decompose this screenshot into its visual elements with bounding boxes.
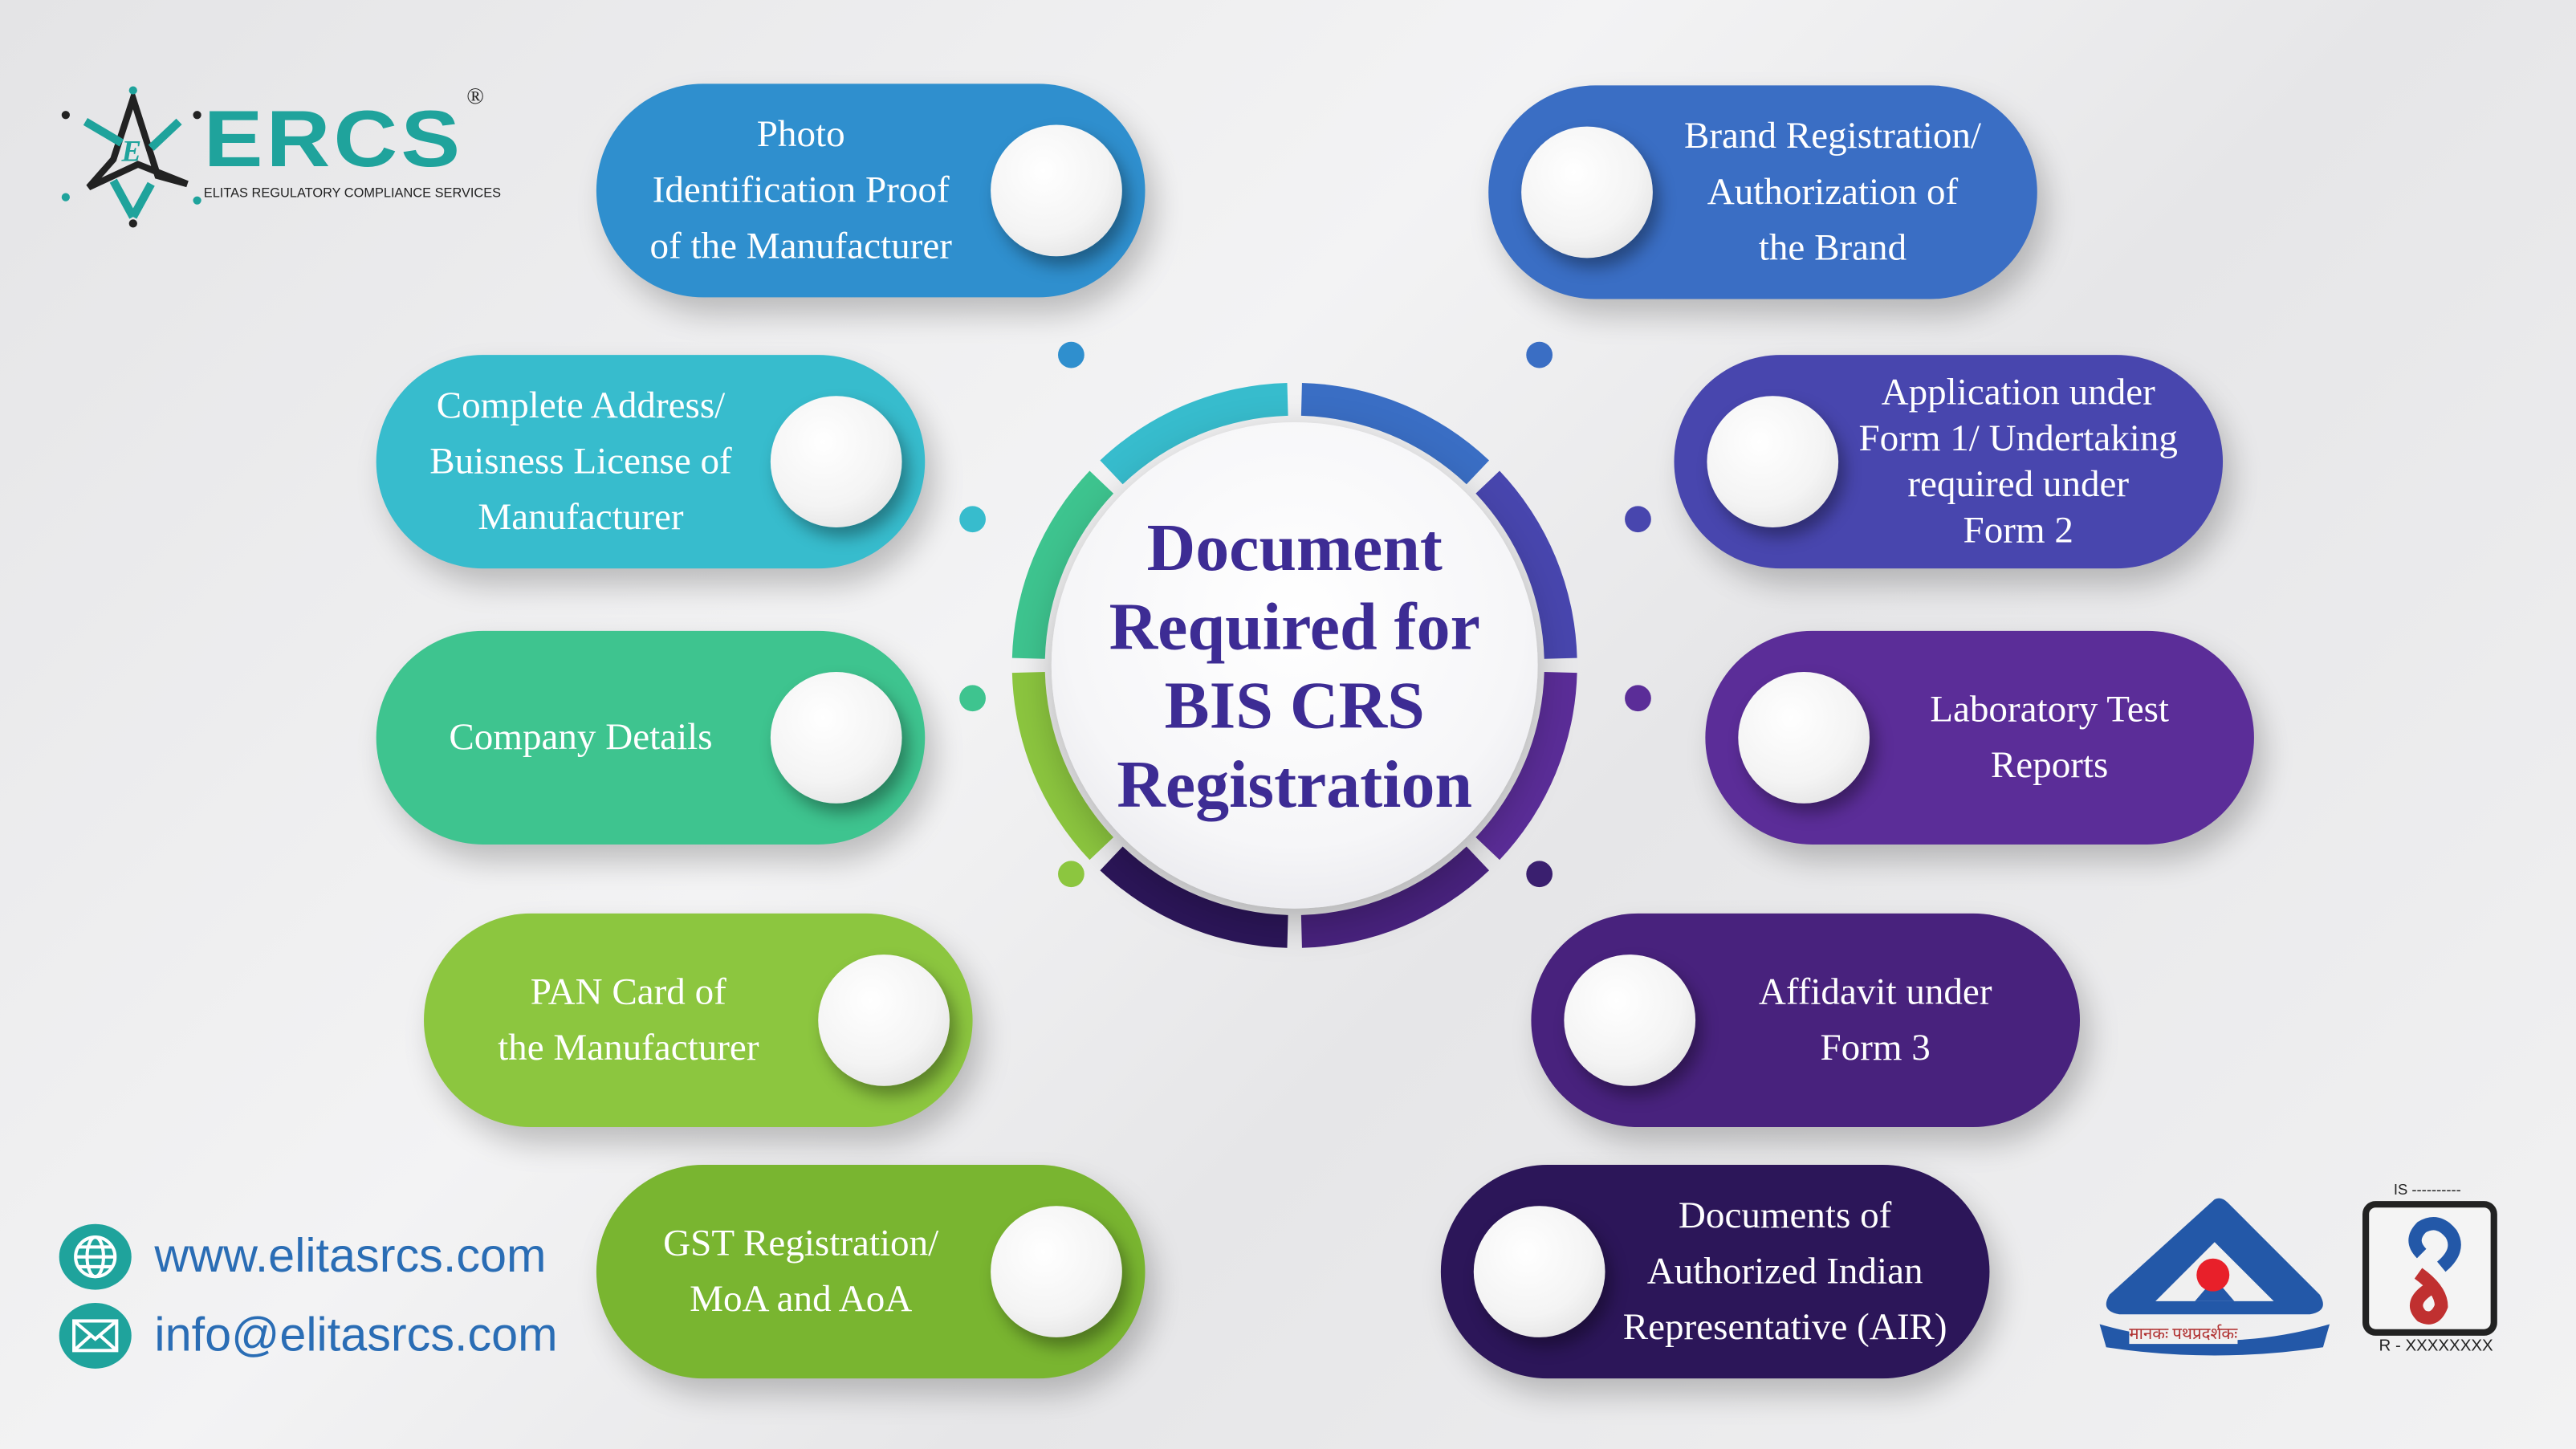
- standard-mark-icon: [2408, 1217, 2461, 1325]
- doc-lab-test: Laboratory Test Reports: [1705, 630, 2254, 845]
- knob-icon: [1521, 126, 1653, 258]
- website-text: www.elitasrcs.com: [154, 1229, 547, 1283]
- connector-dot: [1526, 341, 1553, 368]
- bis-logo: मानकः पथप्रदर्शकः: [2096, 1193, 2333, 1357]
- star-logo-icon: E: [61, 86, 201, 228]
- ring-segment: [1100, 382, 1288, 485]
- is-label: IS ----------: [2393, 1181, 2461, 1198]
- logo-registered: ®: [466, 85, 485, 111]
- registration-number: R - XXXXXXXX: [2379, 1337, 2493, 1356]
- knob-icon: [770, 396, 902, 527]
- doc-application: Application under Form 1/ Undertaking re…: [1674, 355, 2224, 569]
- connector-dot: [959, 506, 986, 533]
- doc-label: PAN Card of the Manufacturer: [498, 971, 759, 1068]
- mail-icon: [59, 1302, 132, 1369]
- doc-gst: GST Registration/ MoA and AoA: [596, 1165, 1146, 1379]
- ercs-logo: E ERCS ® ELITAS REGULATORY COMPLIANCE SE…: [56, 85, 502, 233]
- doc-label: Documents of Authorized Indian Represent…: [1622, 1194, 1947, 1348]
- doc-address: Complete Address/ Buisness License of Ma…: [376, 355, 926, 569]
- connector-dot: [1625, 506, 1651, 533]
- knob-icon: [770, 672, 902, 804]
- isi-mark: [2362, 1201, 2497, 1336]
- knob-icon: [991, 1206, 1122, 1337]
- connector-dot: [1058, 861, 1085, 888]
- doc-affidavit: Affidavit under Form 3: [1531, 913, 2080, 1127]
- email-link[interactable]: info@elitasrcs.com: [59, 1302, 558, 1369]
- connector-dot: [1625, 685, 1651, 712]
- doc-air: Documents of Authorized Indian Represent…: [1440, 1165, 1990, 1379]
- doc-label: Brand Registration/ Authorization of the…: [1683, 115, 1981, 268]
- doc-label: Laboratory Test Reports: [1930, 688, 2170, 786]
- ring-segment: [1300, 846, 1490, 948]
- knob-icon: [1738, 672, 1870, 804]
- connector-dot: [959, 685, 986, 712]
- doc-label: GST Registration/ MoA and AoA: [663, 1222, 939, 1320]
- page-title: Document Required for BIS CRS Registrati…: [1109, 509, 1480, 822]
- center-circle: Document Required for BIS CRS Registrati…: [1051, 421, 1538, 909]
- ring-segment: [1475, 470, 1577, 659]
- connector-dot: [1058, 341, 1085, 368]
- ring-segment: [1100, 846, 1288, 948]
- logo-brand: ERCS: [203, 95, 464, 185]
- center-ring: [1011, 382, 1577, 948]
- logo-tagline: ELITAS REGULATORY COMPLIANCE SERVICES: [203, 185, 502, 201]
- doc-label: Complete Address/ Buisness License of Ma…: [429, 384, 732, 538]
- ring-segment: [1300, 382, 1490, 485]
- doc-company: Company Details: [376, 630, 926, 845]
- knob-icon: [1564, 954, 1696, 1086]
- bis-triangle-icon: [2099, 1198, 2330, 1356]
- doc-label: Photo Identification Proof of the Manufa…: [649, 113, 952, 267]
- globe-icon: [59, 1223, 132, 1290]
- ring-segment: [1011, 672, 1114, 861]
- knob-icon: [1473, 1206, 1605, 1337]
- knob-icon: [1707, 396, 1839, 527]
- doc-label: Affidavit under Form 3: [1758, 971, 1992, 1068]
- doc-pan: PAN Card of the Manufacturer: [424, 913, 973, 1127]
- doc-photo-id: Photo Identification Proof of the Manufa…: [596, 83, 1146, 298]
- knob-icon: [818, 954, 950, 1086]
- website-link[interactable]: www.elitasrcs.com: [59, 1223, 547, 1290]
- email-text: info@elitasrcs.com: [154, 1309, 558, 1361]
- ring-segment: [1011, 470, 1114, 659]
- svg-text:E: E: [120, 135, 141, 168]
- doc-brand: Brand Registration/ Authorization of the…: [1488, 85, 2037, 299]
- ring-segment: [1475, 672, 1577, 861]
- bis-motto: मानकः पथप्रदर्शकः: [2129, 1321, 2238, 1345]
- knob-icon: [991, 124, 1122, 257]
- doc-label: Company Details: [449, 716, 713, 758]
- connector-dot: [1526, 861, 1553, 888]
- doc-label: Application under Form 1/ Undertaking re…: [1858, 371, 2178, 551]
